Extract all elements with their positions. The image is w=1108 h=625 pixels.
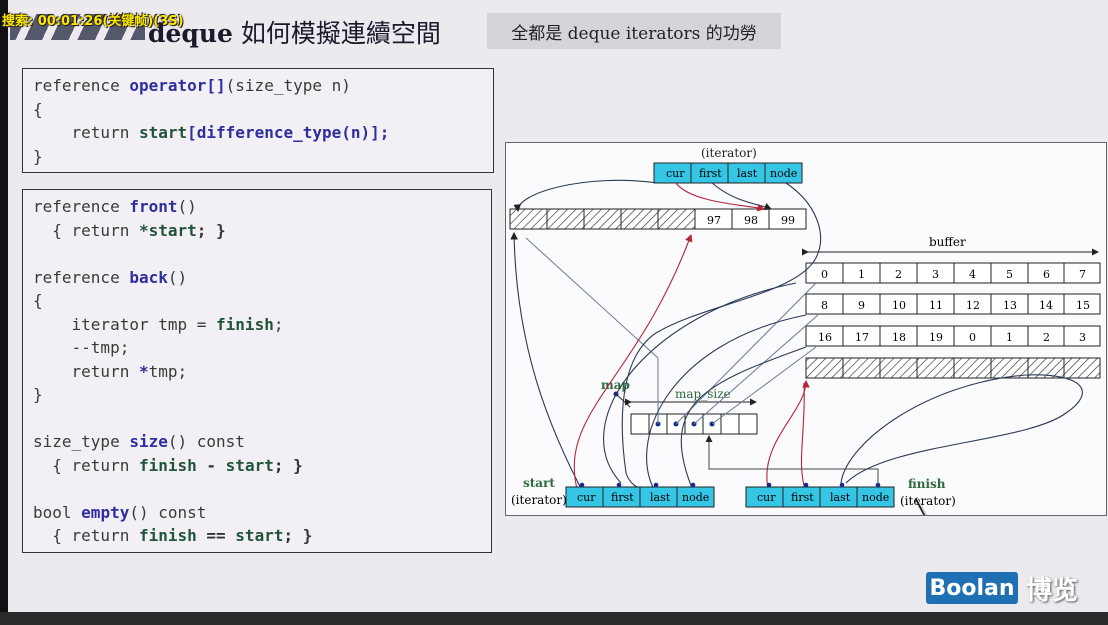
slide-title: deque 如何模擬連續空間 bbox=[148, 14, 441, 50]
map-size-label: map_size bbox=[675, 387, 731, 401]
svg-text:0: 0 bbox=[821, 268, 828, 281]
svg-text:first: first bbox=[791, 491, 814, 504]
svg-text:8: 8 bbox=[821, 299, 828, 312]
svg-text:1: 1 bbox=[1006, 331, 1013, 344]
svg-text:18: 18 bbox=[892, 331, 906, 344]
code-line: } bbox=[33, 146, 43, 166]
code-accessors-box: reference front() { return *start; } ref… bbox=[22, 189, 492, 553]
finish-iterator-label: (iterator) bbox=[900, 494, 956, 508]
buffer-row-3: 16 17 18 19 0 1 2 3 bbox=[805, 325, 1101, 347]
code-line: { bbox=[33, 99, 43, 119]
code-line: { return finish - start; } bbox=[33, 455, 303, 475]
code-line: { bbox=[33, 291, 43, 310]
svg-text:14: 14 bbox=[1039, 299, 1053, 312]
code-operator-box: reference operator[](size_type n) { retu… bbox=[22, 68, 494, 173]
svg-text:17: 17 bbox=[855, 331, 869, 344]
buffer-row-1: 0 1 2 3 4 5 6 7 bbox=[805, 262, 1101, 284]
start-iterator: cur first last node bbox=[565, 482, 715, 508]
top-iterator-label: (iterator) bbox=[701, 146, 757, 160]
svg-text:9: 9 bbox=[858, 299, 865, 312]
boolan-logo: Boolan bbox=[926, 572, 1018, 604]
deque-diagram: (iterator) cur first last node 97 98 99 … bbox=[505, 142, 1107, 516]
buffer-cell: 97 bbox=[707, 214, 721, 227]
svg-text:first: first bbox=[611, 491, 634, 504]
svg-text:3: 3 bbox=[1079, 331, 1086, 344]
svg-text:13: 13 bbox=[1003, 299, 1017, 312]
code-line: iterator tmp = finish; bbox=[33, 314, 284, 334]
boolan-logo-chinese: 博览 bbox=[1026, 576, 1079, 606]
buffer-cell: 99 bbox=[781, 214, 795, 227]
buffer-row-4-hatched bbox=[805, 357, 1101, 379]
code-line: bool empty() const bbox=[33, 502, 207, 522]
svg-text:1: 1 bbox=[858, 268, 865, 281]
svg-text:2: 2 bbox=[1043, 331, 1050, 344]
svg-text:2: 2 bbox=[895, 268, 902, 281]
svg-text:16: 16 bbox=[818, 331, 832, 344]
svg-text:12: 12 bbox=[966, 299, 980, 312]
svg-text:cur: cur bbox=[577, 491, 596, 504]
iter-field-first: first bbox=[699, 167, 722, 180]
title-deque: deque bbox=[148, 19, 233, 48]
code-line: reference operator[](size_type n) bbox=[33, 76, 351, 95]
finish-iterator: cur first last node bbox=[745, 482, 895, 508]
svg-text:node: node bbox=[682, 491, 709, 504]
search-overlay: 搜索: 00:01:26(关键帧)(3S) bbox=[2, 14, 184, 29]
code-line: reference back() bbox=[33, 267, 188, 287]
svg-text:19: 19 bbox=[929, 331, 943, 344]
svg-text:node: node bbox=[862, 491, 889, 504]
buffer-row-2: 8 9 10 11 12 13 14 15 bbox=[805, 293, 1101, 315]
code-line: { return *start; } bbox=[33, 220, 226, 240]
decorative-stripes bbox=[10, 14, 145, 40]
iter-field-last: last bbox=[737, 167, 758, 180]
top-iterator: cur first last node bbox=[653, 162, 803, 184]
iter-field-node: node bbox=[770, 167, 797, 180]
svg-text:0: 0 bbox=[969, 331, 976, 344]
map-label: map bbox=[601, 378, 630, 392]
slide-subtitle: 全都是 deque iterators 的功勞 bbox=[487, 13, 781, 49]
finish-label: finish bbox=[908, 477, 946, 491]
iter-field-cur: cur bbox=[666, 167, 685, 180]
svg-text:3: 3 bbox=[932, 268, 939, 281]
code-line: size_type size() const bbox=[33, 432, 245, 451]
top-buffer: 97 98 99 bbox=[509, 208, 807, 230]
svg-text:15: 15 bbox=[1076, 299, 1090, 312]
code-line: { return finish == start; } bbox=[33, 526, 313, 545]
code-line: --tmp; bbox=[33, 338, 130, 357]
code-line: return *tmp; bbox=[33, 361, 188, 381]
svg-text:6: 6 bbox=[1043, 268, 1050, 281]
buffer-label: buffer bbox=[929, 235, 966, 249]
svg-text:11: 11 bbox=[929, 299, 943, 312]
start-iterator-label: (iterator) bbox=[511, 493, 567, 507]
svg-text:10: 10 bbox=[892, 299, 906, 312]
code-line: reference front() bbox=[33, 197, 197, 216]
start-label: start bbox=[523, 476, 555, 490]
svg-text:7: 7 bbox=[1079, 268, 1086, 281]
svg-text:cur: cur bbox=[757, 491, 776, 504]
svg-text:last: last bbox=[830, 491, 851, 504]
buffer-cell: 98 bbox=[744, 214, 758, 227]
video-left-edge bbox=[0, 0, 8, 625]
code-line: } bbox=[33, 385, 43, 404]
svg-text:4: 4 bbox=[969, 268, 976, 281]
svg-text:5: 5 bbox=[1006, 268, 1013, 281]
code-line: return start[difference_type(n)]; bbox=[33, 123, 390, 142]
title-chinese: 如何模擬連續空間 bbox=[232, 19, 441, 48]
video-bottom-edge bbox=[0, 612, 1108, 625]
svg-text:last: last bbox=[650, 491, 671, 504]
